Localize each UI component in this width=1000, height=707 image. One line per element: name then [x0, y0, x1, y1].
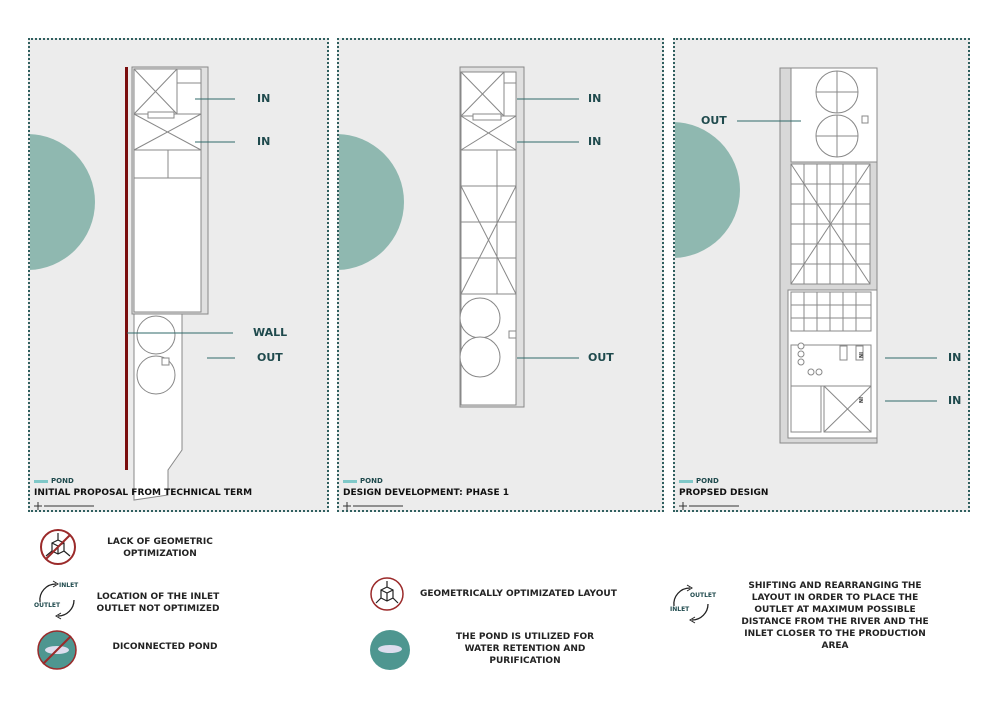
- no-geometry-icon: [40, 529, 76, 565]
- plan-inlet-mark: IN: [857, 396, 864, 404]
- scale-bar: [343, 502, 403, 510]
- geometry-optimized-icon: [370, 577, 404, 611]
- inlet-label: IN: [257, 135, 271, 148]
- scale-bar: [679, 502, 739, 510]
- plan-proposed: [675, 67, 937, 444]
- panel-caption: DESIGN DEVELOPMENT: PHASE 1: [343, 488, 510, 498]
- inlet-outlet-cycle-icon: [39, 580, 75, 620]
- legend-shifting: SHIFTING AND REARRANGING THE LAYOUT IN O…: [741, 581, 929, 651]
- panel-design-development: IN IN OUT POND DESIGN DEVELOPMENT: PHASE…: [337, 38, 664, 512]
- pond-shape: [675, 122, 740, 258]
- legend-disconnected-pond: DICONNECTED POND: [112, 642, 218, 652]
- pond-shape: [339, 134, 404, 270]
- inlet-label: IN: [257, 92, 271, 105]
- panel-caption: PROPSED DESIGN: [679, 488, 769, 498]
- inlet-label: IN: [588, 135, 602, 148]
- plan-inlet-mark: IN: [857, 351, 864, 359]
- plan-phase1: [339, 66, 579, 408]
- icon-outlet-label: OUTLET: [690, 592, 717, 599]
- legend-pond-utilized: THE POND IS UTILIZED FOR WATER RETENTION…: [455, 632, 595, 666]
- icon-inlet-label: INLET: [670, 606, 690, 613]
- outlet-label: OUT: [588, 351, 614, 364]
- outlet-inlet-cycle-icon: [673, 584, 709, 624]
- panel-proposed-design: OUT IN IN IN IN POND PROPSED DESIGN: [673, 38, 970, 512]
- disconnected-pond-icon: [37, 630, 77, 670]
- outlet-label: OUT: [701, 114, 727, 127]
- outlet-label: OUT: [257, 351, 283, 364]
- inlet-label: IN: [948, 394, 962, 407]
- inlet-label: IN: [588, 92, 602, 105]
- legend-geometric-optimized: GEOMETRICALLY OPTIMIZATED LAYOUT: [420, 589, 617, 599]
- legend-inlet-not-optimized: LOCATION OF THE INLET OUTLET NOT OPTIMIZ…: [96, 592, 220, 614]
- icon-outlet-label: OUTLET: [34, 602, 61, 609]
- legend-lack-geometric: LACK OF GEOMETRIC OPTIMIZATION: [107, 537, 213, 559]
- pond-shape: [30, 134, 95, 270]
- plan-initial: [30, 66, 235, 501]
- panel-initial-proposal: IN IN WALL OUT POND INITIAL PROPOSAL FRO…: [28, 38, 329, 512]
- pond-legend: POND: [343, 477, 383, 485]
- wall-line: [125, 67, 128, 470]
- wall-label: WALL: [253, 326, 288, 339]
- inlet-label: IN: [948, 351, 962, 364]
- pond-legend: POND: [34, 477, 74, 485]
- icon-inlet-label: INLET: [59, 582, 79, 589]
- pond-legend: POND: [679, 477, 719, 485]
- pond-utilized-icon: [370, 630, 410, 670]
- panel-caption: INITIAL PROPOSAL FROM TECHNICAL TERM: [34, 488, 253, 498]
- scale-bar: [34, 502, 94, 510]
